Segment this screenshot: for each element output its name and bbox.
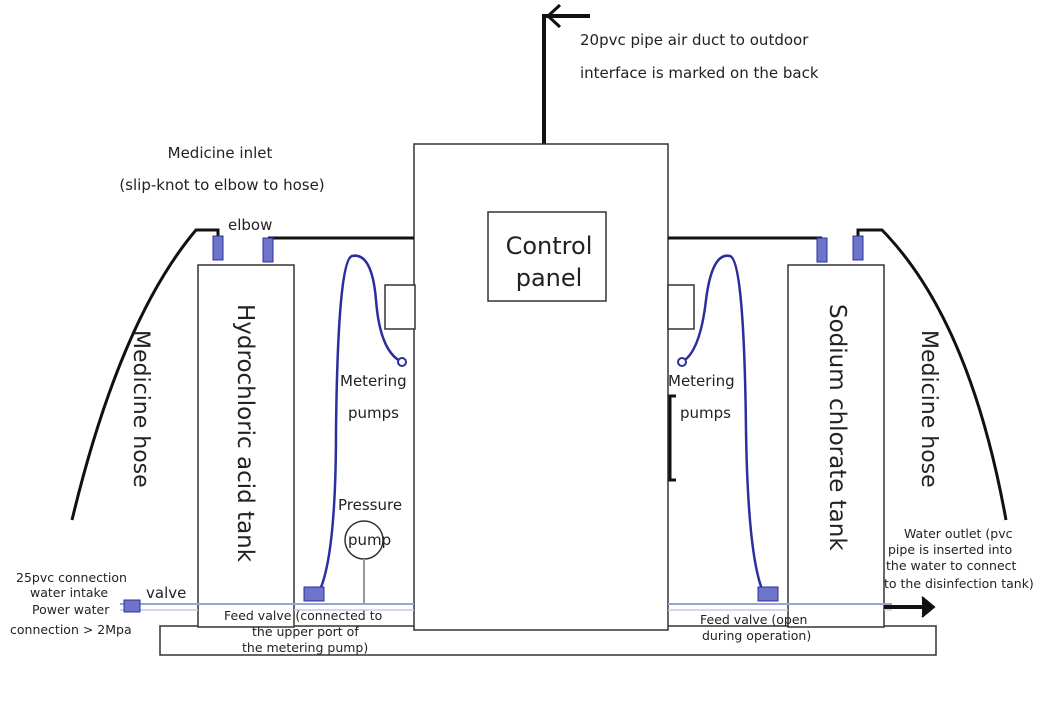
- air-duct-pipe: [542, 14, 590, 144]
- left-hose-connector: [397, 357, 407, 367]
- air-duct-label-2: interface is marked on the back: [580, 64, 819, 82]
- control-panel-label-1: Control: [506, 232, 593, 260]
- water-intake-label-4: connection > 2Mpa: [10, 622, 132, 637]
- sodium-chlorate-tank-label: Sodium chlorate tank: [824, 304, 850, 551]
- hydrochloric-acid-tank: [197, 264, 295, 628]
- pressure-pump-label-2: pump: [348, 531, 391, 549]
- cabinet-bracket: [668, 394, 676, 482]
- water-intake-label-3: Power water: [32, 602, 110, 617]
- control-panel-box: [487, 211, 607, 302]
- right-hose-label: Medicine hose: [916, 330, 941, 488]
- left-metering-pumps-label-2: pumps: [348, 404, 399, 422]
- right-feed-valve: [757, 586, 779, 602]
- right-fitting-2: [852, 235, 864, 261]
- left-blue-hose: [316, 254, 403, 595]
- control-panel-label-2: panel: [516, 264, 583, 292]
- right-feed-valve-label-1: Feed valve (open: [700, 612, 807, 627]
- left-top-pipe: [70, 228, 220, 521]
- right-metering-pumps-label-2: pumps: [680, 404, 731, 422]
- right-hose-connector: [677, 357, 687, 367]
- elbow-label: elbow: [228, 216, 272, 234]
- water-outlet-label-3: the water to connect: [886, 558, 1017, 573]
- water-outlet-label-1: Water outlet (pvc: [904, 526, 1013, 541]
- intake-valve: [123, 599, 141, 613]
- left-metering-pump: [384, 284, 416, 330]
- water-intake-label-1: 25pvc connection: [16, 570, 127, 585]
- right-fitting-1: [816, 237, 828, 263]
- right-metering-pumps-label-1: Metering: [668, 372, 735, 390]
- left-feed-valve-label-1: Feed valve (connected to: [224, 608, 382, 623]
- water-outlet-label-4: to the disinfection tank): [884, 576, 1034, 591]
- air-duct-label-1: 20pvc pipe air duct to outdoor: [580, 31, 809, 49]
- right-metering-pump: [667, 284, 695, 330]
- hydrochloric-acid-tank-label: Hydrochloric acid tank: [232, 304, 258, 563]
- water-intake-label-2: water intake: [30, 585, 108, 600]
- left-fitting-2: [262, 237, 274, 263]
- left-feed-valve-label-3: the metering pump): [242, 640, 368, 655]
- right-top-pipe: [856, 228, 1008, 521]
- medicine-inlet-label-1: Medicine inlet: [168, 144, 273, 162]
- medicine-inlet-label-2: (slip-knot to elbow to hose): [119, 176, 324, 194]
- right-feed-valve-label-2: during operation): [702, 628, 811, 643]
- left-fitting-1: [212, 235, 224, 261]
- base-platform: [159, 625, 937, 656]
- sodium-chlorate-tank: [787, 264, 885, 628]
- water-outlet-label-2: pipe is inserted into: [888, 542, 1012, 557]
- air-duct-arrow-icon: [545, 3, 562, 29]
- left-feed-valve-label-2: the upper port of: [252, 624, 359, 639]
- left-hose-label: Medicine hose: [128, 330, 153, 488]
- pressure-pump-label-1: Pressure: [338, 496, 402, 514]
- right-blue-hose: [681, 254, 766, 595]
- valve-label: valve: [146, 584, 186, 602]
- left-metering-pumps-label-1: Metering: [340, 372, 407, 390]
- left-feed-valve: [303, 586, 325, 602]
- water-outlet-arrow-icon: [921, 596, 936, 618]
